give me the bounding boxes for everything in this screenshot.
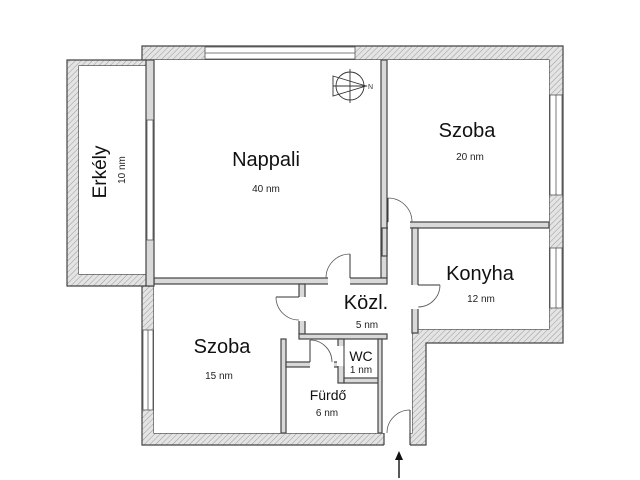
entrance-arrow-icon (395, 451, 403, 478)
room-area-nappali: 40 nm (252, 184, 280, 195)
room-name-nappali: Nappali (232, 149, 300, 171)
room-labels: Nappali 40 nm Szoba 20 nm Erkély 10 nm K… (90, 120, 515, 419)
room-name-kozl: Közl. (344, 292, 388, 314)
room-area-wc: 1 nm (350, 365, 372, 376)
doors (275, 197, 441, 446)
room-area-kozl: 5 nm (356, 320, 378, 331)
room-name-szoba-small: Szoba (194, 336, 252, 358)
room-area-konyha: 12 nm (467, 294, 495, 305)
room-name-furdo: Fürdő (310, 387, 347, 403)
north-compass-icon: N (332, 69, 373, 103)
room-area-erkely: 10 nm (117, 156, 128, 184)
room-name-szoba-large: Szoba (439, 120, 497, 142)
room-name-erkely: Erkély (90, 145, 111, 198)
room-name-wc: WC (349, 348, 372, 364)
room-area-szoba-large: 20 nm (456, 152, 484, 163)
room-area-szoba-small: 15 nm (205, 371, 233, 382)
windows (142, 46, 563, 411)
compass-label: N (368, 84, 373, 91)
room-area-furdo: 6 nm (316, 408, 338, 419)
room-name-konyha: Konyha (446, 263, 515, 285)
